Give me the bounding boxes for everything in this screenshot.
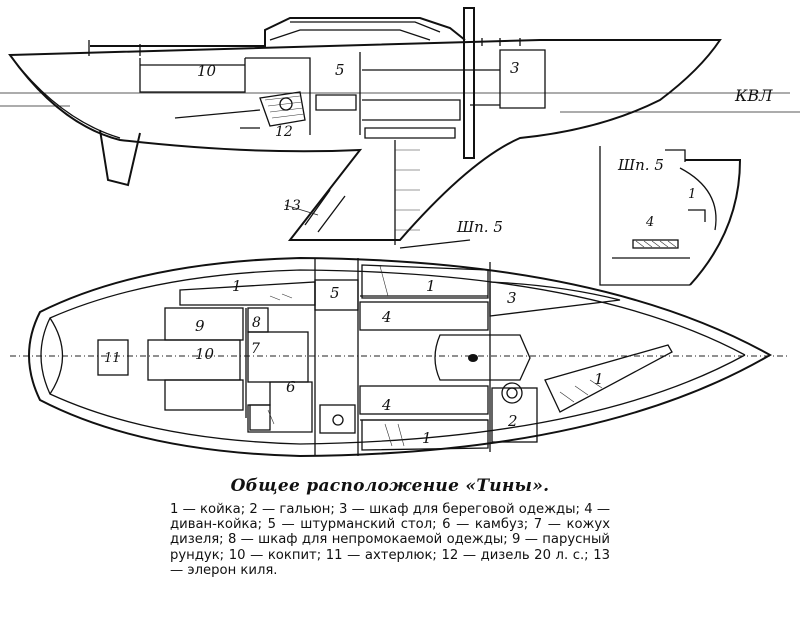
label-1-section: 1 xyxy=(688,187,696,202)
keel-flap xyxy=(304,189,346,233)
frame5-label-profile: Шп. 5 xyxy=(456,218,503,236)
galley xyxy=(247,381,313,433)
label-7-plan: 7 xyxy=(251,341,260,357)
sail-locker xyxy=(164,307,244,341)
section-hull xyxy=(685,159,742,286)
settee-berth-stbd xyxy=(359,385,489,415)
legend-item: 9 — парусный рундук; xyxy=(170,532,611,563)
label-4-plan-port: 4 xyxy=(381,308,392,326)
legend-item: 12 — дизель 20 л. с.; xyxy=(441,547,594,563)
label-1-plan-aft: 1 xyxy=(232,277,242,295)
label-1-plan-fwd-port: 1 xyxy=(426,277,436,295)
saloon-table xyxy=(434,334,531,381)
kvl-label: КВЛ xyxy=(734,86,773,105)
profile-view: 10 5 3 12 13 КВЛ Шп. 5 xyxy=(0,7,800,249)
legend-item: 3 — шкаф для береговой одежды; xyxy=(339,502,585,517)
wardrobe xyxy=(489,281,621,317)
label-6-plan: 6 xyxy=(286,378,296,396)
rudder xyxy=(99,129,141,187)
legend-item: 5 — штурманский стол; xyxy=(267,517,443,533)
figure-title: Общее расположение «Тины». xyxy=(230,476,550,496)
label-12-profile: 12 xyxy=(275,124,293,140)
legend-item: 7 — кожух дизеля; xyxy=(170,517,610,548)
legend-item: 4 — диван-койка; xyxy=(170,502,611,533)
diesel-engine xyxy=(259,91,306,127)
section-frame5: Шп. 5 1 4 xyxy=(599,146,742,286)
label-1-plan-fwd-stbd: 1 xyxy=(422,429,432,447)
label-4-section: 4 xyxy=(645,215,654,230)
cabin-top xyxy=(90,17,466,47)
cockpit xyxy=(147,339,241,381)
mast-step xyxy=(468,354,478,362)
label-1-plan-forepeak: 1 xyxy=(594,370,604,388)
legend: 1 — койка; 2 — гальюн; 3 — шкаф для бере… xyxy=(170,502,610,578)
label-11-plan: 11 xyxy=(104,351,121,366)
plan-view: 1 5 1 3 9 8 4 7 10 11 6 1 4 2 1 xyxy=(10,256,790,458)
label-3-plan: 3 xyxy=(507,289,517,307)
label-5-profile: 5 xyxy=(335,61,345,79)
label-2-plan: 2 xyxy=(507,412,518,430)
label-10-plan: 10 xyxy=(195,345,215,363)
legend-item: 8 — шкаф для непромокаемой одежды; xyxy=(227,532,513,548)
legend-item: 13 — элерон киля. xyxy=(170,547,610,578)
mast xyxy=(463,7,475,159)
forepeak-berth xyxy=(544,344,673,413)
label-3-profile: 3 xyxy=(510,59,520,77)
label-9-plan: 9 xyxy=(195,317,205,335)
legend-item: 1 — койка; xyxy=(170,502,250,517)
lazarette xyxy=(97,339,129,376)
label-5-plan: 5 xyxy=(330,284,340,302)
legend-item: 11 — ахтерлюк; xyxy=(325,547,442,563)
chart-table xyxy=(314,279,359,311)
frame5-label-section: Шп. 5 xyxy=(617,156,664,174)
hull-plan xyxy=(28,256,773,458)
label-10-profile: 10 xyxy=(197,62,217,80)
figure-caption: Общее расположение «Тины». 1 — койка; 2 … xyxy=(170,476,610,578)
label-13-profile: 13 xyxy=(283,198,301,214)
label-4-plan-stbd: 4 xyxy=(381,396,392,414)
general-arrangement-drawing: 10 5 3 12 13 КВЛ Шп. 5 Шп. 5 1 4 xyxy=(0,7,800,458)
legend-item: 2 — гальюн; xyxy=(249,502,340,517)
legend-item: 6 — камбуз; xyxy=(442,517,534,533)
label-8-plan: 8 xyxy=(252,315,261,331)
settee-berth-port xyxy=(359,301,489,331)
legend-item: 10 — кокпит; xyxy=(228,547,326,563)
hull-profile xyxy=(8,39,722,241)
